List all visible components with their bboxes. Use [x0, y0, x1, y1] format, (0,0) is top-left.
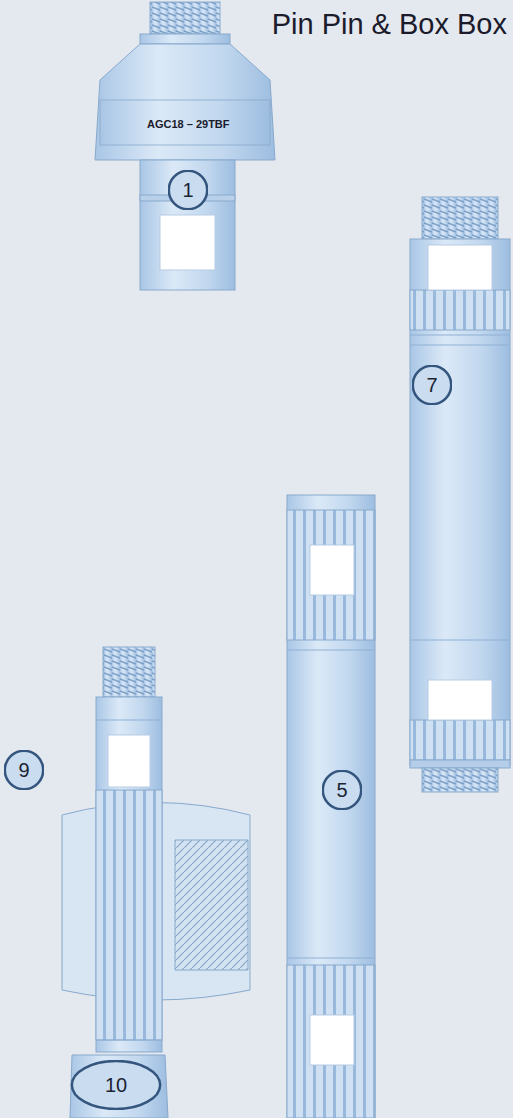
- part-label: AGC18 – 29TBF: [147, 118, 230, 130]
- callout-number: 5: [336, 780, 347, 800]
- callout-circle: 9: [4, 750, 44, 790]
- callout-circle: 5: [322, 770, 362, 810]
- title: Pin Pin & Box Box: [272, 8, 507, 41]
- callout-number: 7: [426, 375, 437, 395]
- callout-circle: 7: [412, 365, 452, 405]
- callout-ellipse: 10: [70, 1060, 162, 1110]
- callout-number: 10: [105, 1075, 127, 1095]
- callout-number: 9: [18, 760, 29, 780]
- callout-circle: 1: [168, 170, 208, 210]
- callout-number: 1: [182, 180, 193, 200]
